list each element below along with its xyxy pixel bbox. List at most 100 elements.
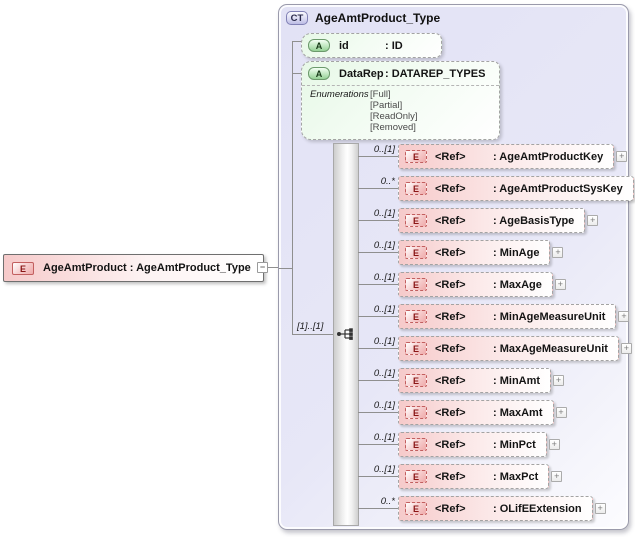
expand-button[interactable]: + bbox=[551, 471, 563, 482]
ref-label: <Ref> bbox=[435, 438, 466, 451]
element-maxpct[interactable]: E <Ref> : MaxPct bbox=[398, 464, 550, 489]
table-row: 0..[1] E <Ref> : MinPct + bbox=[358, 432, 635, 457]
enumerations-section: Enumerations [Full] [Partial] [ReadOnly]… bbox=[302, 85, 500, 139]
ref-label: <Ref> bbox=[435, 278, 466, 291]
element-maxamt[interactable]: E <Ref> : MaxAmt bbox=[398, 400, 554, 425]
element-icon: E bbox=[405, 374, 427, 387]
element-agebasistype[interactable]: E <Ref> : AgeBasisType bbox=[398, 208, 586, 233]
enumeration-value: [Removed] bbox=[370, 122, 416, 133]
expand-button[interactable]: + bbox=[616, 151, 628, 162]
table-row: 0..[1] E <Ref> : MinAge + bbox=[358, 240, 635, 265]
attribute-datarep[interactable]: A DataRep : DATAREP_TYPES Enumerations [… bbox=[301, 61, 501, 140]
expand-button[interactable]: + bbox=[553, 375, 565, 386]
element-ageamtproduct[interactable]: E AgeAmtProduct : AgeAmtProduct_Type bbox=[3, 254, 264, 282]
table-row: 0..[1] E <Ref> : AgeAmtProductKey + bbox=[358, 144, 635, 169]
element-minpct[interactable]: E <Ref> : MinPct bbox=[398, 432, 547, 457]
attribute-name: id bbox=[339, 39, 349, 52]
element-icon: E bbox=[405, 278, 427, 291]
attribute-type: : ID bbox=[385, 39, 403, 52]
cardinality-label: 0..[1] bbox=[373, 144, 395, 155]
element-name: : MaxPct bbox=[493, 470, 539, 483]
ref-label: <Ref> bbox=[435, 502, 466, 515]
table-row: 0..[1] E <Ref> : MinAmt + bbox=[358, 368, 635, 393]
content-spine-line bbox=[292, 41, 293, 335]
sequence-cardinality: [1]..[1] bbox=[297, 321, 324, 332]
complex-type-title: AgeAmtProduct_Type bbox=[315, 11, 441, 25]
element-icon: E bbox=[405, 470, 427, 483]
element-minagemeasureunit[interactable]: E <Ref> : MinAgeMeasureUnit bbox=[398, 304, 617, 329]
expand-button[interactable]: + bbox=[548, 439, 560, 450]
element-maxage[interactable]: E <Ref> : MaxAge bbox=[398, 272, 553, 297]
element-ageamtproductsyskey[interactable]: E <Ref> : AgeAmtProductSysKey bbox=[398, 176, 634, 201]
expand-button[interactable]: + bbox=[552, 247, 564, 258]
enumeration-value: [Full] bbox=[370, 89, 391, 100]
element-olifeextension[interactable]: E <Ref> : OLifEExtension bbox=[398, 496, 593, 521]
enumeration-values: [Full] [Partial] [ReadOnly] [Removed] bbox=[370, 89, 418, 133]
table-row: 0..[1] E <Ref> : MaxPct + bbox=[358, 464, 635, 489]
ref-label: <Ref> bbox=[435, 406, 466, 419]
element-name: : MinAmt bbox=[493, 374, 541, 387]
row-connector: 0..[1] bbox=[358, 432, 398, 457]
attribute-id[interactable]: A id : ID bbox=[301, 33, 442, 58]
table-row: 0..* E <Ref> : AgeAmtProductSysKey + bbox=[358, 176, 635, 201]
expand-button[interactable]: + bbox=[594, 503, 606, 514]
expand-button[interactable]: + bbox=[620, 343, 632, 354]
expand-button[interactable]: + bbox=[554, 279, 566, 290]
attribute-icon: A bbox=[308, 67, 330, 80]
row-connector: 0..[1] bbox=[358, 208, 398, 233]
table-row: 0..[1] E <Ref> : MaxAgeMeasureUnit + bbox=[358, 336, 635, 361]
element-icon: E bbox=[12, 261, 34, 275]
expand-button[interactable]: + bbox=[587, 215, 599, 226]
enumerations-label: Enumerations bbox=[310, 89, 369, 100]
sequence-children: 0..[1] E <Ref> : AgeAmtProductKey + 0..*… bbox=[358, 144, 635, 528]
element-name: : AgeAmtProductKey bbox=[493, 150, 604, 163]
row-connector: 0..[1] bbox=[358, 464, 398, 489]
row-connector: 0..[1] bbox=[358, 272, 398, 297]
cardinality-label: 0..[1] bbox=[373, 400, 395, 411]
datarep-stub-line bbox=[292, 73, 302, 74]
ref-label: <Ref> bbox=[435, 470, 466, 483]
element-name: : OLifEExtension bbox=[493, 502, 582, 515]
cardinality-label: 0..[1] bbox=[373, 368, 395, 379]
ref-label: <Ref> bbox=[435, 182, 466, 195]
expand-button[interactable]: + bbox=[618, 311, 630, 322]
complex-type-header: CT AgeAmtProduct_Type bbox=[286, 11, 440, 25]
ref-label: <Ref> bbox=[435, 150, 466, 163]
enumeration-value: [Partial] bbox=[370, 100, 403, 111]
table-row: 0..[1] E <Ref> : MaxAmt + bbox=[358, 400, 635, 425]
sequence-stub-line bbox=[292, 334, 338, 335]
element-name: : MaxAge bbox=[493, 278, 542, 291]
row-connector: 0..[1] bbox=[358, 304, 398, 329]
element-name: : MaxAmt bbox=[493, 406, 543, 419]
ref-label: <Ref> bbox=[435, 310, 466, 323]
table-row: 0..[1] E <Ref> : MinAgeMeasureUnit + bbox=[358, 304, 635, 329]
element-icon: E bbox=[405, 182, 427, 195]
cardinality-label: 0..* bbox=[380, 496, 395, 507]
row-connector: 0..[1] bbox=[358, 368, 398, 393]
sequence-icon[interactable] bbox=[336, 327, 356, 346]
collapse-button[interactable]: − bbox=[257, 262, 268, 273]
element-icon: E bbox=[405, 342, 427, 355]
attribute-name: DataRep bbox=[339, 67, 384, 80]
element-ageamtproductkey[interactable]: E <Ref> : AgeAmtProductKey bbox=[398, 144, 615, 169]
ref-label: <Ref> bbox=[435, 246, 466, 259]
element-name: : MaxAgeMeasureUnit bbox=[493, 342, 608, 355]
row-connector: 0..[1] bbox=[358, 240, 398, 265]
id-stub-line bbox=[292, 41, 302, 42]
element-minage[interactable]: E <Ref> : MinAge bbox=[398, 240, 551, 265]
row-connector: 0..* bbox=[358, 176, 398, 201]
root-element-label: AgeAmtProduct : AgeAmtProduct_Type bbox=[43, 262, 251, 274]
element-name: : MinPct bbox=[493, 438, 536, 451]
cardinality-label: 0..[1] bbox=[373, 432, 395, 443]
row-connector: 0..[1] bbox=[358, 400, 398, 425]
element-name: : AgeBasisType bbox=[493, 214, 575, 227]
complex-type-icon: CT bbox=[286, 11, 308, 25]
expand-button[interactable]: + bbox=[555, 407, 567, 418]
element-name: : MinAge bbox=[493, 246, 540, 259]
element-minamt[interactable]: E <Ref> : MinAmt bbox=[398, 368, 552, 393]
row-connector: 0..[1] bbox=[358, 144, 398, 169]
ref-label: <Ref> bbox=[435, 214, 466, 227]
element-icon: E bbox=[405, 310, 427, 323]
element-maxagemeasureunit[interactable]: E <Ref> : MaxAgeMeasureUnit bbox=[398, 336, 619, 361]
ref-label: <Ref> bbox=[435, 374, 466, 387]
